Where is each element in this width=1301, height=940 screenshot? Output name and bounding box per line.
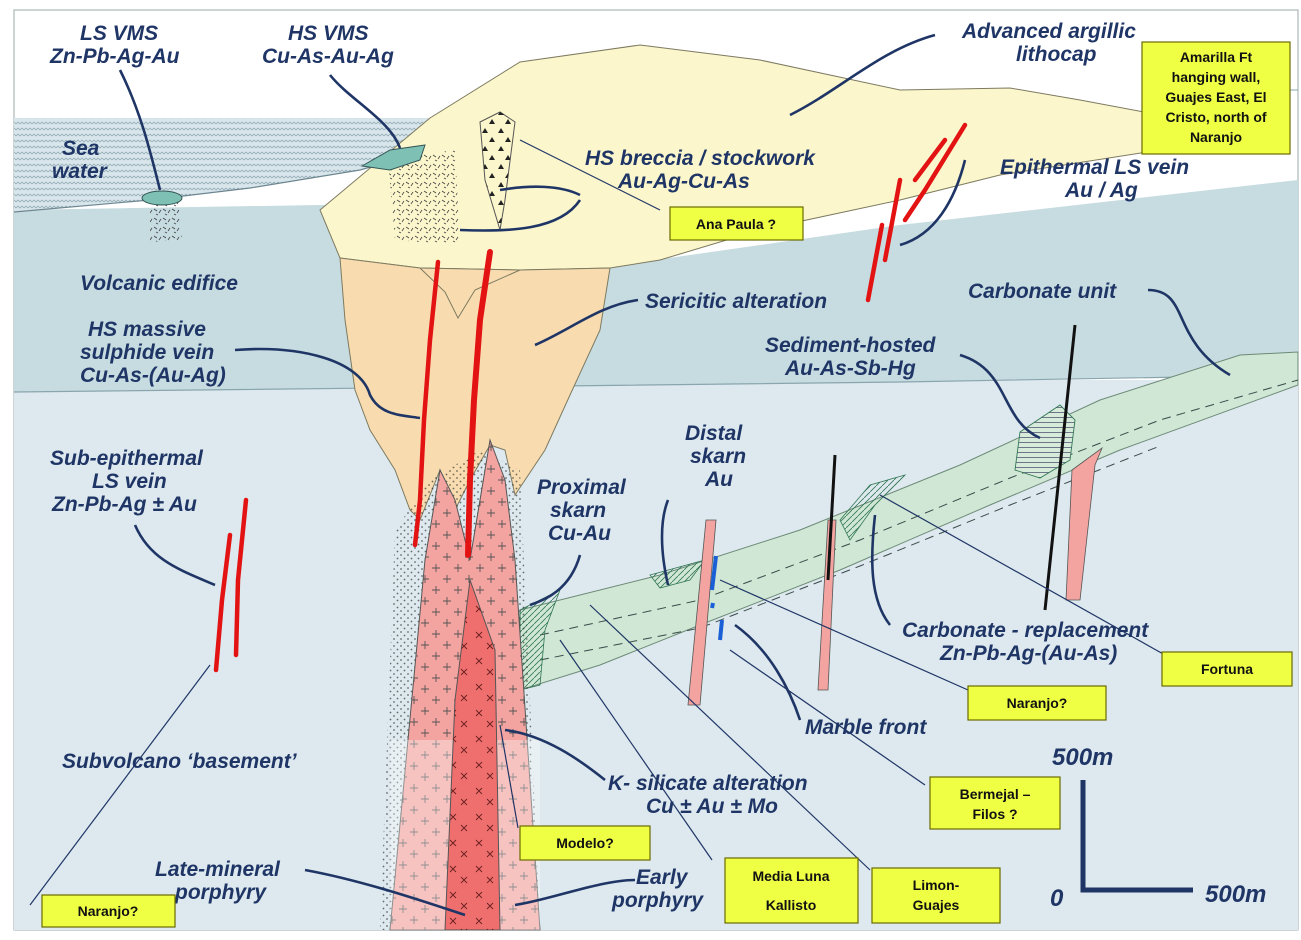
label-ls-vms-line2: Zn-Pb-Ag-Au — [49, 45, 180, 68]
label-hs-massive-line1: HS massive — [88, 318, 206, 341]
box-amarilla-line2: hanging wall, — [1172, 69, 1261, 85]
label-marble-front: Marble front — [805, 716, 927, 739]
label-ls-vms-line1: LS VMS — [80, 22, 158, 45]
box-amarilla-line3: Guajes East, El — [1165, 89, 1266, 105]
label-hs-vms-line2: Cu-As-Au-Ag — [262, 45, 394, 68]
box-fortuna: Fortuna — [1162, 652, 1292, 686]
box-limon: Limon- Guajes — [872, 868, 1000, 923]
box-naranjo-right: Naranjo? — [968, 686, 1106, 720]
label-distal-line2: skarn — [690, 445, 746, 468]
box-fortuna-text: Fortuna — [1201, 661, 1253, 677]
label-k-silicate-line2: Cu ± Au ± Mo — [646, 795, 778, 818]
box-amarilla: Amarilla Ft hanging wall, Guajes East, E… — [1142, 42, 1290, 154]
box-modelo: Modelo? — [520, 826, 650, 860]
label-sea-line1: Sea — [62, 137, 100, 160]
label-sub-epithermal-line3: Zn-Pb-Ag ± Au — [51, 493, 197, 516]
label-late-porphyry-line1: Late-mineral — [155, 858, 281, 881]
label-hs-vms-line1: HS VMS — [288, 22, 369, 45]
ls-vms-lens — [142, 191, 182, 205]
scale-horizontal-label: 500m — [1205, 881, 1266, 908]
label-distal-line3: Au — [704, 468, 733, 491]
box-ana-paula-text: Ana Paula ? — [696, 216, 776, 232]
box-bermejal-line2: Filos ? — [972, 806, 1017, 822]
label-sub-epithermal-line1: Sub-epithermal — [50, 447, 204, 470]
scale-vertical-label: 500m — [1052, 744, 1113, 771]
scale-origin-label: 0 — [1050, 885, 1064, 912]
label-breccia-line1: HS breccia / stockwork — [585, 147, 816, 170]
label-proximal-line1: Proximal — [537, 476, 627, 499]
label-breccia-line2: Au-Ag-Cu-As — [617, 170, 750, 193]
box-amarilla-line5: Naranjo — [1190, 129, 1242, 145]
box-media-luna-line2: Kallisto — [766, 897, 817, 913]
label-carb-replacement-line1: Carbonate - replacement — [902, 619, 1149, 642]
label-basement: Subvolcano ‘basement’ — [62, 750, 298, 773]
box-media-luna: Media Luna Kallisto — [725, 858, 858, 923]
label-early-porphyry-line2: porphyry — [611, 889, 704, 912]
label-hs-massive-line2: sulphide vein — [80, 341, 214, 364]
label-sediment-line2: Au-As-Sb-Hg — [784, 357, 916, 380]
label-sediment-line1: Sediment-hosted — [765, 334, 937, 357]
box-media-luna-line1: Media Luna — [752, 868, 829, 884]
label-lithocap-line2: lithocap — [1016, 43, 1097, 66]
box-amarilla-line1: Amarilla Ft — [1180, 49, 1253, 65]
box-limon-line2: Guajes — [913, 897, 960, 913]
label-k-silicate-line1: K- silicate alteration — [608, 772, 808, 795]
label-sericitic: Sericitic alteration — [645, 290, 827, 313]
box-amarilla-line4: Cristo, north of — [1165, 109, 1266, 125]
label-epithermal-line2: Au / Ag — [1064, 179, 1138, 202]
label-hs-massive-line3: Cu-As-(Au-Ag) — [80, 364, 226, 387]
label-lithocap-line1: Advanced argillic — [961, 20, 1136, 43]
label-proximal-line2: skarn — [550, 499, 606, 522]
box-bermejal-line1: Bermejal – — [960, 786, 1031, 802]
label-sub-epithermal-line2: LS vein — [92, 470, 167, 493]
box-naranjo-right-text: Naranjo? — [1007, 695, 1068, 711]
label-epithermal-line1: Epithermal LS vein — [1000, 156, 1189, 179]
box-ana-paula: Ana Paula ? — [670, 207, 803, 240]
label-sea-line2: water — [52, 160, 109, 183]
box-naranjo-left: Naranjo? — [42, 895, 175, 927]
label-early-porphyry-line1: Early — [636, 866, 689, 889]
label-proximal-line3: Cu-Au — [548, 522, 611, 545]
label-carb-replacement-line2: Zn-Pb-Ag-(Au-As) — [939, 642, 1117, 665]
label-volcanic-edifice: Volcanic edifice — [80, 272, 238, 295]
box-limon-line1: Limon- — [913, 877, 960, 893]
label-distal-line1: Distal — [685, 422, 743, 445]
box-modelo-text: Modelo? — [556, 835, 614, 851]
box-bermejal: Bermejal – Filos ? — [930, 777, 1060, 829]
box-naranjo-left-text: Naranjo? — [78, 903, 139, 919]
label-carbonate-unit: Carbonate unit — [968, 280, 1117, 303]
label-late-porphyry-line2: porphyry — [174, 881, 267, 904]
